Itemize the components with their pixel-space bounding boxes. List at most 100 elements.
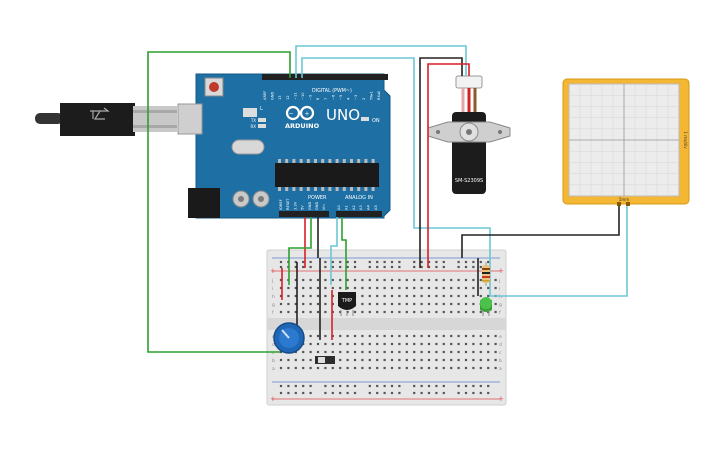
breadboard-hole[interactable] [464,391,468,395]
breadboard-hole[interactable] [316,302,320,306]
breadboard-hole[interactable] [353,310,357,314]
breadboard-hole[interactable] [331,350,334,354]
breadboard-hole[interactable] [494,310,497,314]
breadboard-hole[interactable] [353,286,357,290]
breadboard-hole[interactable] [309,278,312,282]
breadboard-hole[interactable] [398,302,401,306]
breadboard-hole[interactable] [361,366,364,370]
breadboard-hole[interactable] [450,310,453,314]
breadboard-hole[interactable] [368,278,371,282]
breadboard-hole[interactable] [324,366,327,370]
breadboard-hole[interactable] [442,260,445,264]
breadboard-hole[interactable] [450,342,453,346]
breadboard-hole[interactable] [324,350,327,354]
breadboard-hole[interactable] [413,391,416,395]
breadboard-hole[interactable] [302,294,305,298]
breadboard-hole[interactable] [294,278,297,282]
breadboard-hole[interactable] [339,350,342,354]
power-header[interactable] [279,211,329,217]
breadboard-hole[interactable] [302,265,305,269]
breadboard-hole[interactable] [331,265,334,269]
breadboard-hole[interactable] [353,278,357,282]
breadboard-hole[interactable] [316,342,320,346]
breadboard-hole[interactable] [420,342,423,346]
breadboard-hole[interactable] [487,260,490,264]
wire-cyan-led-scope[interactable] [301,57,628,297]
breadboard-hole[interactable] [309,294,312,298]
breadboard[interactable]: + + + + jjiihhggffeeddccbbaa [266,249,507,406]
breadboard-hole[interactable] [479,265,482,269]
breadboard-hole[interactable] [427,302,431,306]
breadboard-hole[interactable] [464,310,468,314]
breadboard-hole[interactable] [353,366,357,370]
breadboard-hole[interactable] [353,391,357,395]
breadboard-hole[interactable] [442,384,445,388]
breadboard-hole[interactable] [383,366,386,370]
breadboard-hole[interactable] [309,342,312,346]
breadboard-hole[interactable] [427,350,431,354]
breadboard-hole[interactable] [309,350,312,354]
breadboard-hole[interactable] [390,302,394,306]
breadboard-hole[interactable] [339,391,342,395]
breadboard-hole[interactable] [368,294,371,298]
breadboard-hole[interactable] [435,358,438,362]
breadboard-hole[interactable] [346,342,349,346]
breadboard-hole[interactable] [442,342,445,346]
breadboard-hole[interactable] [324,265,327,269]
breadboard-hole[interactable] [324,294,327,298]
breadboard-hole[interactable] [324,391,327,395]
breadboard-hole[interactable] [442,265,445,269]
breadboard-hole[interactable] [398,384,401,388]
breadboard-hole[interactable] [316,278,320,282]
breadboard-hole[interactable] [420,366,423,370]
breadboard-hole[interactable] [405,286,408,290]
breadboard-hole[interactable] [302,310,305,314]
breadboard-hole[interactable] [413,294,416,298]
breadboard-hole[interactable] [383,334,386,338]
breadboard-hole[interactable] [302,278,305,282]
breadboard-hole[interactable] [435,384,438,388]
breadboard-hole[interactable] [361,310,364,314]
breadboard-hole[interactable] [494,366,497,370]
breadboard-hole[interactable] [279,286,283,290]
breadboard-hole[interactable] [494,350,497,354]
breadboard-hole[interactable] [450,294,453,298]
breadboard-hole[interactable] [472,366,475,370]
breadboard-hole[interactable] [494,286,497,290]
breadboard-hole[interactable] [398,278,401,282]
breadboard-hole[interactable] [464,350,468,354]
breadboard-hole[interactable] [339,366,342,370]
breadboard-hole[interactable] [457,302,460,306]
breadboard-hole[interactable] [331,260,334,264]
breadboard-hole[interactable] [368,286,371,290]
breadboard-hole[interactable] [376,278,379,282]
breadboard-hole[interactable] [346,265,349,269]
breadboard-hole[interactable] [405,342,408,346]
breadboard-hole[interactable] [398,366,401,370]
breadboard-hole[interactable] [420,265,423,269]
breadboard-hole[interactable] [472,294,475,298]
breadboard-hole[interactable] [302,391,305,395]
breadboard-hole[interactable] [279,278,283,282]
breadboard-hole[interactable] [376,342,379,346]
breadboard-hole[interactable] [450,358,453,362]
wire-black-scope-ground[interactable] [461,206,620,258]
breadboard-hole[interactable] [368,265,371,269]
breadboard-hole[interactable] [376,384,379,388]
breadboard-hole[interactable] [331,286,334,290]
breadboard-hole[interactable] [346,384,349,388]
breadboard-hole[interactable] [487,294,490,298]
breadboard-hole[interactable] [294,302,297,306]
breadboard-hole[interactable] [324,342,327,346]
breadboard-hole[interactable] [287,286,290,290]
breadboard-hole[interactable] [479,358,482,362]
breadboard-hole[interactable] [361,334,364,338]
breadboard-hole[interactable] [383,391,386,395]
breadboard-hole[interactable] [442,286,445,290]
breadboard-hole[interactable] [435,342,438,346]
breadboard-hole[interactable] [390,391,394,395]
breadboard-hole[interactable] [331,294,334,298]
breadboard-hole[interactable] [390,310,394,314]
breadboard-hole[interactable] [287,294,290,298]
